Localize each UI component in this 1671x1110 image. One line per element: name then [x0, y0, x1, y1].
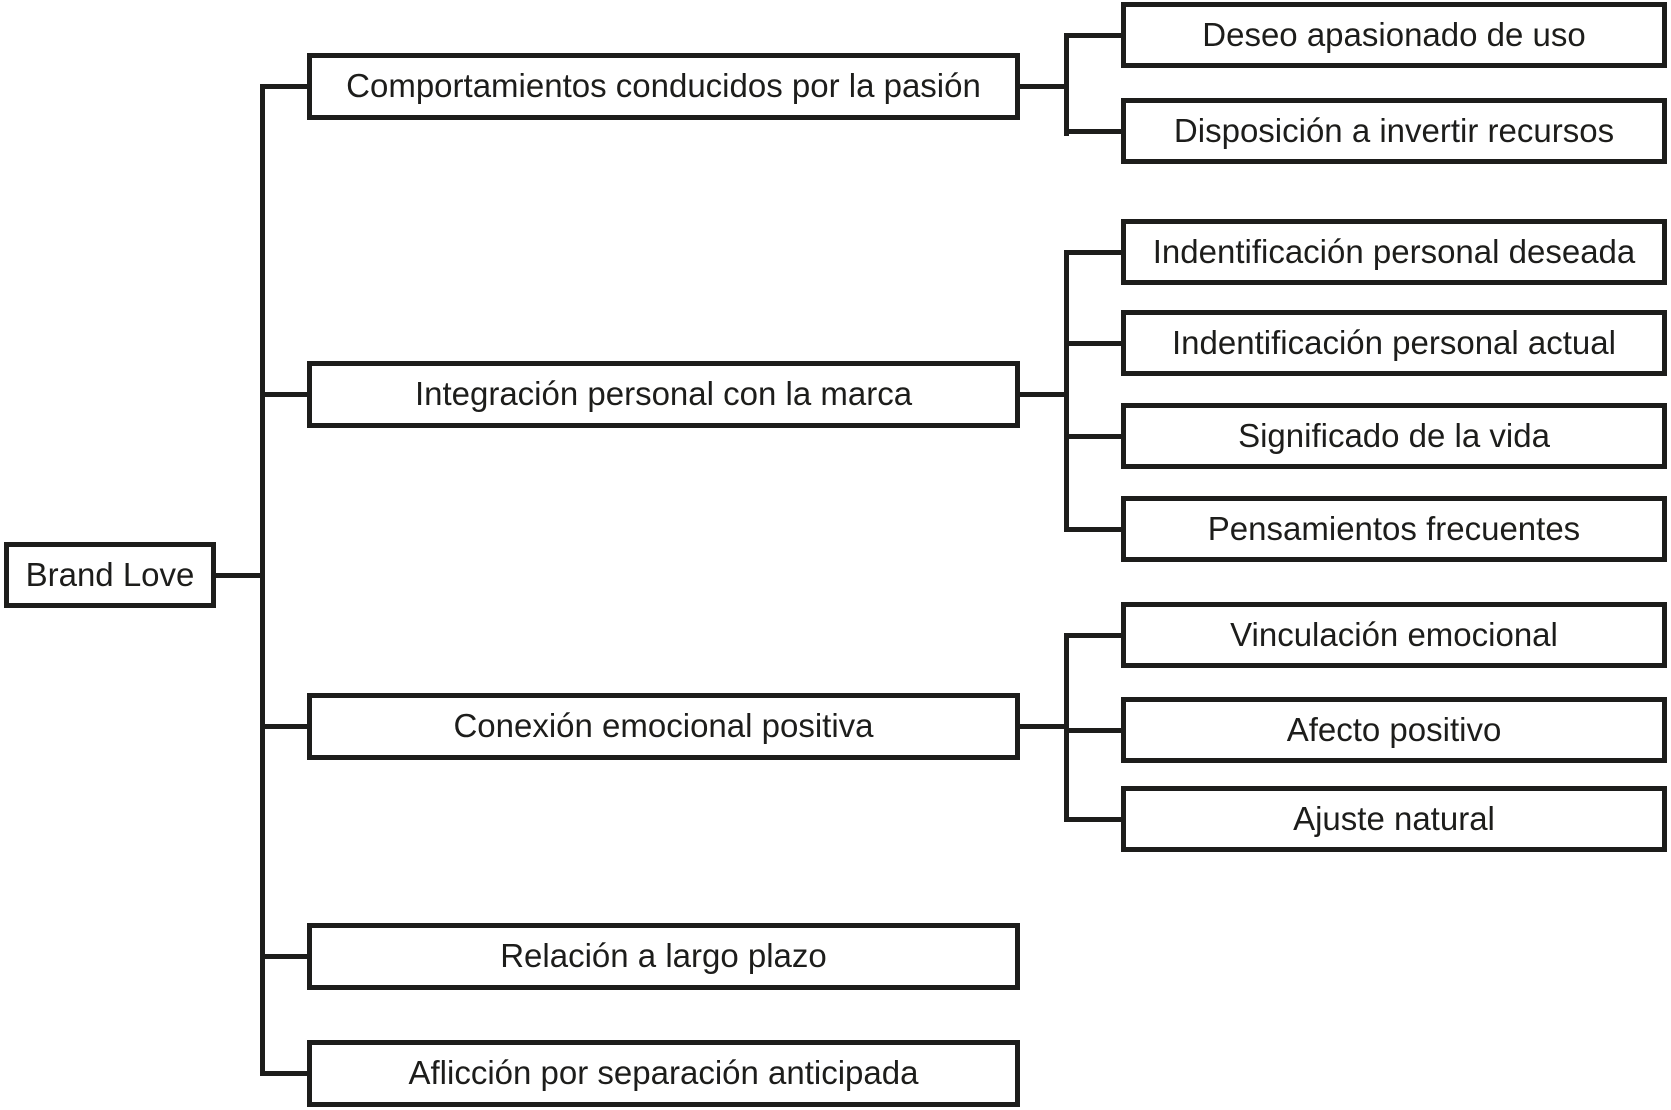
- node-integracion-personal: Integración personal con la marca: [307, 361, 1020, 428]
- connector-group2-vertical: [1064, 250, 1069, 532]
- connector-branch5-stub: [260, 1071, 312, 1076]
- connector-branch4-stub: [260, 954, 312, 959]
- node-significado-vida: Significado de la vida: [1121, 403, 1667, 469]
- connector-group3-leaf2-stub: [1064, 728, 1126, 733]
- node-vinculacion-emocional: Vinculación emocional: [1121, 602, 1667, 668]
- node-identificacion-deseada: Indentificación personal deseada: [1121, 219, 1667, 285]
- connector-group2-leaf3-stub: [1064, 434, 1126, 439]
- node-relacion-largo-plazo: Relación a largo plazo: [307, 923, 1020, 990]
- connector-group3-leaf3-stub: [1064, 817, 1126, 822]
- node-ajuste-natural: Ajuste natural: [1121, 786, 1667, 852]
- node-pensamientos-frecuentes: Pensamientos frecuentes: [1121, 496, 1667, 562]
- connector-trunk: [260, 84, 265, 1076]
- node-comportamientos-pasion: Comportamientos conducidos por la pasión: [307, 53, 1020, 120]
- node-identificacion-actual: Indentificación personal actual: [1121, 310, 1667, 376]
- node-disposicion-invertir: Disposición a invertir recursos: [1121, 98, 1667, 164]
- connector-group2-leaf4-stub: [1064, 527, 1126, 532]
- connector-branch1-stub: [260, 84, 312, 89]
- node-afecto-positivo: Afecto positivo: [1121, 697, 1667, 763]
- connector-group3-parent-stub: [1015, 724, 1069, 729]
- connector-branch3-stub: [260, 724, 312, 729]
- node-brand-love: Brand Love: [4, 542, 216, 608]
- connector-branch2-stub: [260, 392, 312, 397]
- node-conexion-emocional: Conexión emocional positiva: [307, 693, 1020, 760]
- node-afliccion-separacion: Aflicción por separación anticipada: [307, 1040, 1020, 1107]
- connector-group3-leaf1-stub: [1064, 633, 1126, 638]
- connector-group1-leaf1-stub: [1064, 33, 1126, 38]
- connector-group1-parent-stub: [1015, 84, 1069, 89]
- connector-group2-leaf2-stub: [1064, 341, 1126, 346]
- connector-group1-vertical: [1064, 33, 1069, 136]
- connector-group2-parent-stub: [1015, 392, 1069, 397]
- connector-group2-leaf1-stub: [1064, 250, 1126, 255]
- connector-group1-leaf2-stub: [1064, 129, 1126, 134]
- connector-root-to-trunk: [216, 573, 265, 578]
- node-deseo-apasionado: Deseo apasionado de uso: [1121, 2, 1667, 68]
- connector-group3-vertical: [1064, 633, 1069, 822]
